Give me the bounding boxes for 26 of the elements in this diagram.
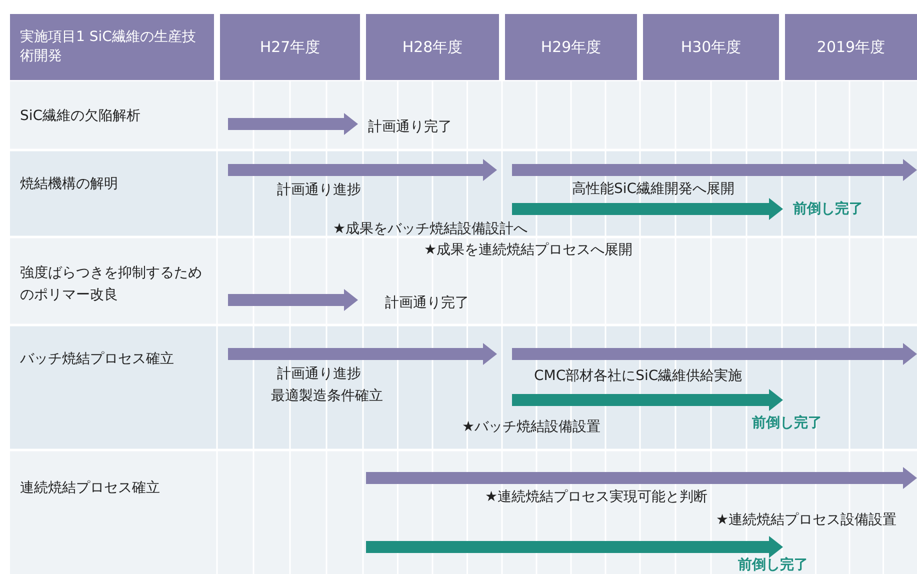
task-note: 高性能SiC繊維開発へ展開 [572,180,735,198]
task-note: ★連続焼結プロセス設備設置 [716,511,897,529]
task-note: ★成果を連続焼結プロセスへ展開 [424,241,633,259]
header-cell: 実施項目1 SiC繊維の生産技術開発 [10,14,214,80]
task-name: 焼結機構の解明 [20,175,118,193]
status-note: 前倒し完了 [738,557,808,573]
task-name: 強度ばらつきを抑制するためのポリマー改良 [20,264,203,305]
task-note: 計画通り進捗 [277,365,361,383]
task-note: 計画通り完了 [368,118,452,136]
task-note: 計画通り進捗 [277,181,361,199]
task-note: 計画通り完了 [385,294,469,312]
header-cell: H30年度 [643,14,779,80]
header-cell: H27年度 [220,14,360,80]
header-cell: H29年度 [505,14,637,80]
header-cell: H28年度 [366,14,499,80]
header-cell: 2019年度 [785,14,917,80]
task-name: 連続焼結プロセス確立 [20,479,160,497]
status-note: 前倒し完了 [752,414,822,432]
status-note: 前倒し完了 [793,200,863,218]
task-note: CMC部材各社にSiC繊維供給実施 [534,367,742,385]
task-note: ★連続焼結プロセス実現可能と判断 [485,488,708,506]
task-note: ★成果をバッチ焼結設備設計へ [333,220,528,238]
task-name: バッチ焼結プロセス確立 [20,350,174,368]
task-note: ★バッチ焼結設備設置 [462,418,601,436]
task-note: 最適製造条件確立 [271,387,383,405]
task-name: SiC繊維の欠陥解析 [20,107,141,125]
